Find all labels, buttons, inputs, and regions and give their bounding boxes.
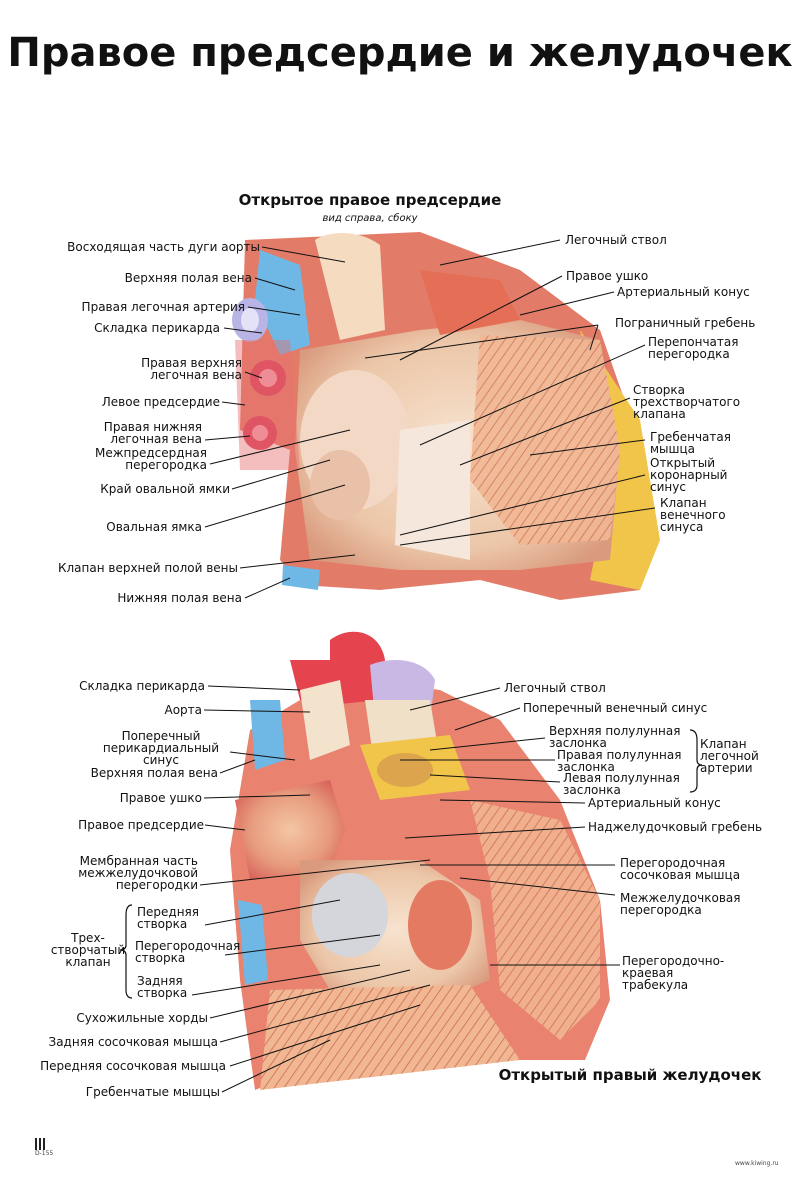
label-anterior-leaflet: Передняя створка (137, 905, 199, 931)
label-left-atrium: Левое предсердие (101, 395, 220, 409)
label-aorta: Аорта (164, 703, 202, 717)
label-transverse-pericardial-sinus: Поперечный перикардиальный синус (102, 729, 220, 767)
label-coronary-sinus-valve: Клапан венечного синуса (660, 496, 726, 534)
label-pulmonary-trunk: Легочный ствол (565, 233, 667, 247)
bracket-marks (119, 729, 703, 999)
top-view-subtitle: вид справа, сбоку (322, 213, 418, 224)
label-tricuspid-leaflet: Створка трехстворчатого клапана (633, 383, 741, 421)
label-chordae-tendineae: Сухожильные хорды (76, 1011, 208, 1025)
label-pulmonary-trunk-2: Легочный ствол (504, 681, 606, 695)
label-pulmonary-valve: Клапан легочной артерии (700, 737, 759, 775)
label-crista-terminalis: Пограничный гребень (615, 316, 756, 330)
label-supraventricular-crest: Наджелудочковый гребень (588, 820, 763, 834)
label-pectinate-muscles: Гребенчатые мышцы (85, 1085, 220, 1099)
label-transverse-coronary-sinus: Поперечный венечный синус (523, 701, 708, 715)
label-septal-papillary-muscle: Перегородочная сосочковая мышца (620, 856, 741, 882)
top-heart-illustration (232, 232, 660, 600)
footer-site: www.kiwing.ru (735, 1160, 779, 1167)
label-ascending-aorta: Восходящая часть дуги аорты (67, 240, 260, 254)
label-coronary-sinus: Открытый коронарный синус (650, 456, 728, 494)
top-view-title: Открытое правое предсердие (238, 191, 502, 209)
label-conus-arteriosus-2: Артериальный конус (588, 796, 721, 810)
label-superior-vena-cava-2: Верхняя полая вена (90, 766, 218, 780)
label-posterior-leaflet: Задняя створка (137, 974, 188, 1000)
label-right-auricle: Правое ушко (566, 269, 649, 283)
bottom-heart-illustration (230, 631, 610, 1090)
label-right-pulmonary-artery: Правая легочная артерия (81, 300, 245, 314)
footer-code: D-155 (35, 1150, 54, 1157)
label-anterior-papillary-muscle: Передняя сосочковая мышца (40, 1059, 226, 1073)
page-title: Правое предсердие и желудочек (7, 30, 793, 76)
label-pectinate-muscle: Гребенчатая мышца (650, 430, 731, 456)
label-inferior-vena-cava: Нижняя полая вена (117, 591, 242, 605)
label-anterior-semilunar-cusp: Верхняя полулунная заслонка (549, 724, 681, 750)
label-septomarginal-trabecula: Перегородочно- краевая трабекула (622, 954, 725, 992)
label-membranous-interventricular-septum: Мембранная часть межжелудочковой перегор… (78, 854, 198, 892)
label-conus-arteriosus: Артериальный конус (617, 285, 750, 299)
leader-lines (191, 239, 656, 1093)
label-interatrial-septum: Межпредсердная перегородка (94, 446, 207, 472)
bottom-view-title: Открытый правый желудочек (498, 1066, 762, 1084)
label-pericardial-fold-2: Складка перикарда (79, 679, 205, 693)
label-right-auricle-2: Правое ушко (119, 791, 202, 805)
label-right-inferior-pulmonary-vein: Правая нижняя легочная вена (103, 420, 202, 446)
label-septal-leaflet: Перегородочная створка (135, 939, 241, 965)
label-right-atrium: Правое предсердие (78, 818, 204, 832)
label-right-semilunar-cusp: Правая полулунная заслонка (557, 748, 682, 774)
label-svc-valve: Клапан верхней полой вены (57, 561, 238, 575)
label-fossa-ovalis-limbus: Край овальной ямки (100, 482, 230, 496)
label-fossa-ovalis: Овальная ямка (106, 520, 202, 534)
label-superior-vena-cava: Верхняя полая вена (124, 271, 252, 285)
label-pericardial-fold: Складка перикарда (94, 321, 220, 335)
label-left-semilunar-cusp: Левая полулунная заслонка (563, 771, 680, 797)
label-membranous-septum: Перепончатая перегородка (648, 335, 739, 361)
label-interventricular-septum: Межжелудочковая перегородка (620, 891, 741, 917)
label-posterior-papillary-muscle: Задняя сосочковая мышца (48, 1035, 219, 1049)
label-tricuspid-valve: Трех- створчатый клапан (50, 931, 126, 969)
label-right-superior-pulmonary-vein: Правая верхняя легочная вена (141, 356, 242, 382)
qr-code-icon (35, 1138, 47, 1150)
